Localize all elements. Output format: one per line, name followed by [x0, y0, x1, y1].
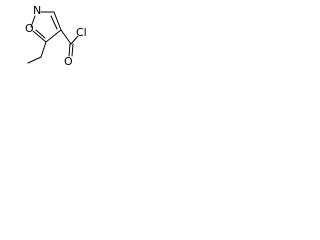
bond-c5-ch2: [40, 41, 47, 58]
bond-c5-o-inner: [35, 29, 46, 39]
chlorine-label: Cl: [76, 26, 87, 39]
carbonyl-oxygen-label: O: [64, 55, 73, 68]
molecule-structure-diagram: N O O Cl: [25, 4, 87, 68]
bond-c5-o-outer: [32, 30, 47, 43]
ring-oxygen-label: O: [25, 22, 34, 35]
bond-carbonyl-o-1: [68, 43, 71, 57]
bond-carbonyl-o-2: [71, 43, 74, 57]
bond-o-n: [30, 15, 36, 28]
bond-ch2-ch3: [27, 56, 42, 64]
bond-c3-c4-inner: [50, 15, 58, 30]
bond-c4-c5: [45, 29, 62, 43]
ring-nitrogen-label: N: [33, 4, 41, 17]
bond-c4-carbonyl: [60, 29, 72, 45]
bond-carbonyl-cl: [70, 35, 79, 45]
bond-c3-c4-outer: [53, 11, 62, 31]
